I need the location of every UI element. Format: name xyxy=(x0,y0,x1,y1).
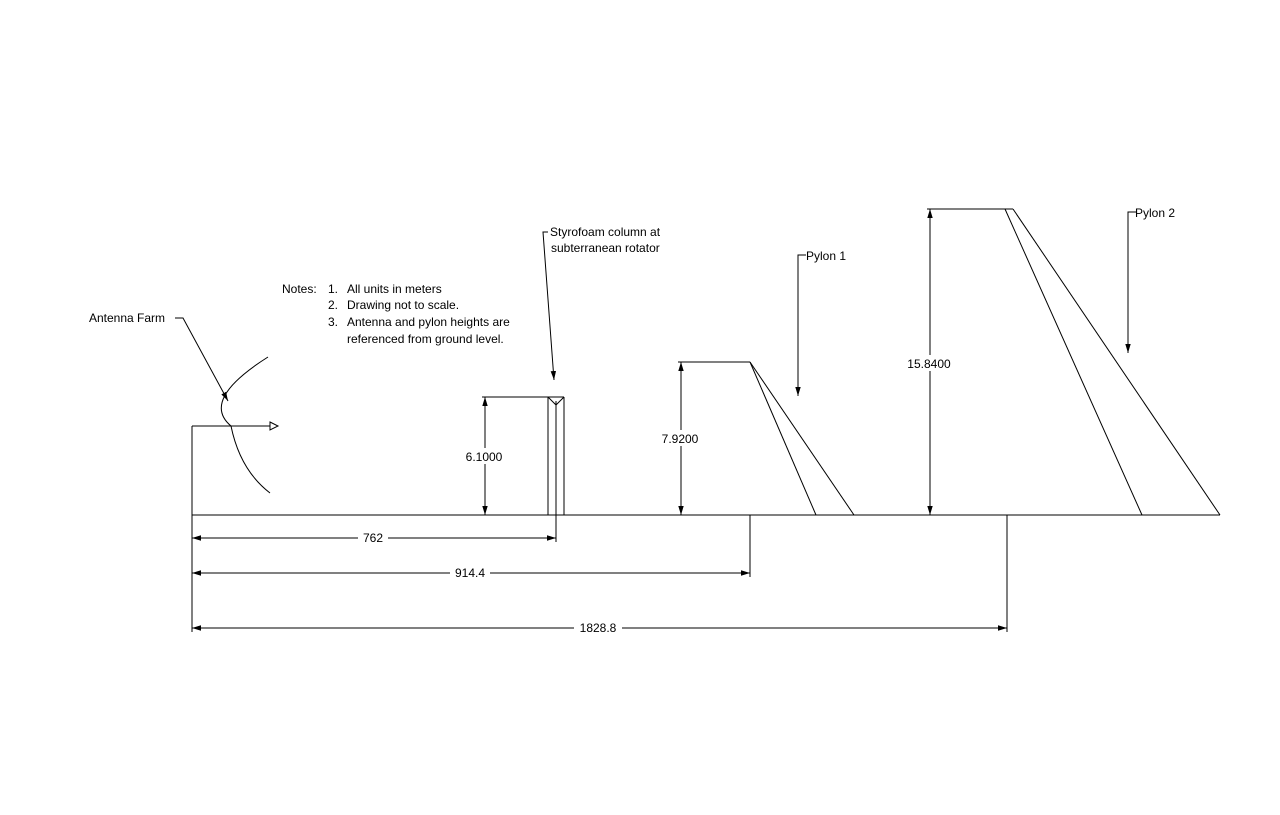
note-1-number: 1. xyxy=(328,282,338,296)
column-height-label: 6.1000 xyxy=(466,450,503,464)
column-leader xyxy=(542,231,557,381)
column-label-line2: subterranean rotator xyxy=(551,241,660,255)
antenna-farm-leader xyxy=(175,317,229,402)
antenna-farm xyxy=(191,356,280,515)
antenna-arrowhead-icon xyxy=(269,421,280,431)
note-1-text: All units in meters xyxy=(347,282,442,296)
pylon1-distance-label: 914.4 xyxy=(455,566,485,580)
pylon2-leader xyxy=(1125,211,1136,353)
note-3-text-line2: referenced from ground level. xyxy=(347,332,504,346)
pylon-2 xyxy=(927,208,1221,516)
antenna-dish-arc xyxy=(220,356,271,494)
column-distance-label: 762 xyxy=(363,531,383,545)
styrofoam-column xyxy=(482,396,565,515)
notes-block: Notes: 1. All units in meters 2. Drawing… xyxy=(282,282,510,346)
note-2-number: 2. xyxy=(328,298,338,312)
column-label-line1: Styrofoam column at xyxy=(550,225,661,239)
antenna-farm-label: Antenna Farm xyxy=(89,311,165,325)
note-2-text: Drawing not to scale. xyxy=(347,298,459,312)
pylon2-distance-label: 1828.8 xyxy=(580,621,617,635)
pylon1-label: Pylon 1 xyxy=(806,249,846,263)
pylon-1 xyxy=(678,361,855,516)
notes-heading: Notes: xyxy=(282,282,317,296)
pylon2-label: Pylon 2 xyxy=(1135,206,1175,220)
note-3-text-line1: Antenna and pylon heights are xyxy=(347,315,510,329)
pylon1-leader xyxy=(795,254,806,396)
pylon1-height-label: 7.9200 xyxy=(662,432,699,446)
note-3-number: 3. xyxy=(328,315,338,329)
pylon2-height-label: 15.8400 xyxy=(907,357,951,371)
